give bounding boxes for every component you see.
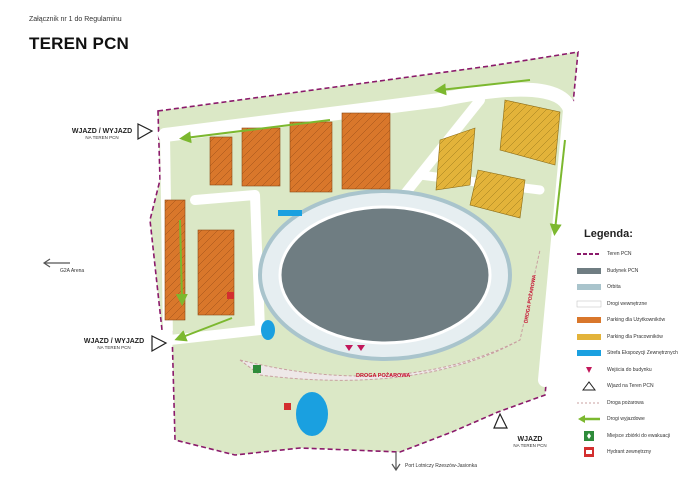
user-parking-lot <box>209 136 233 186</box>
assembly-point-icon <box>253 365 261 373</box>
legend-item: Drogi wewnętrzne <box>574 298 700 310</box>
entrance-main: WJAZD <box>517 436 543 443</box>
user-parking-lot <box>197 229 235 316</box>
g2a-arena-label: G2A Arena <box>60 268 85 274</box>
legend-item-label: Strefa Ekspozycji Zewnętrznych <box>607 350 678 356</box>
legend-item-label: Teren PCN <box>607 251 632 257</box>
legend-item: Droga pożarowa <box>574 397 700 409</box>
legend-item-label: Drogi wyjazdowe <box>607 416 645 422</box>
legend-item: Wjazd na Teren PCN <box>574 380 700 392</box>
user-parking-lot <box>241 127 281 187</box>
entrance-label-west: WJAZD / WYJAZD NA TEREN PCN <box>66 128 138 141</box>
fire-road-area <box>239 249 541 381</box>
legend-item-label: Wjazd na Teren PCN <box>607 383 654 389</box>
orbit-swatch-icon <box>574 281 604 293</box>
exit-arrows <box>174 79 566 342</box>
user-parking-lot <box>289 121 333 193</box>
internal-road-swatch-icon <box>574 298 604 310</box>
building-entrance-icon <box>357 345 365 351</box>
entrance-label-southwest: WJAZD / WYJAZD NA TEREN PCN <box>78 338 150 351</box>
staff-parking-lot <box>435 127 476 191</box>
legend-item: Hydrant zewnętrzny <box>574 446 700 458</box>
staff-parking-lot <box>499 99 561 166</box>
entrance-triangle-icon <box>574 380 604 392</box>
airport-label: Port Lotniczy Rzeszów-Jasionka <box>405 463 477 469</box>
annex-note: Załącznik nr 1 do Regulaminu <box>29 16 122 23</box>
staff-parking-lots <box>435 99 561 219</box>
entrance-sub: NA TEREN PCN <box>97 344 131 350</box>
legend-item: Teren PCN <box>574 248 700 260</box>
user-parking-lot <box>341 112 391 190</box>
legend-item: Wejścia do budynku <box>574 364 700 376</box>
legend-item-label: Droga pożarowa <box>607 399 644 406</box>
legend-item: Drogi wyjazdowe <box>574 413 700 425</box>
legend-item-label: Parking dla Pracowników <box>607 333 663 340</box>
entrance-main: WJAZD / WYJAZD <box>83 338 145 345</box>
fire-road-line-icon <box>574 397 604 409</box>
staff-parking-swatch-icon <box>574 331 604 343</box>
exhibition-zone <box>278 210 302 216</box>
entrance-sub: NA TEREN PCN <box>85 134 119 140</box>
legend-item-label: Miejsce zbiórki do ewakuacji <box>607 432 671 439</box>
building-swatch-icon <box>574 265 604 277</box>
dashed-boundary-icon <box>574 248 604 260</box>
arrow-left-icon <box>42 258 70 268</box>
fire-road-label: DROGA POŻAROWA <box>356 373 411 379</box>
exhibition-zone <box>261 320 275 340</box>
user-parking-lots <box>164 112 391 321</box>
assembly-point-icon <box>574 430 604 442</box>
exhibition-zone <box>296 392 328 436</box>
exhibition-zone-swatch-icon <box>574 347 604 359</box>
hydrant-icon <box>574 446 604 458</box>
arrow-down-icon <box>391 452 401 472</box>
legend-item: Orbita <box>574 281 700 293</box>
entrance-label-south: WJAZD NA TEREN PCN <box>505 436 555 449</box>
entrance-triangle-icon <box>151 335 168 353</box>
entrance-sub: NA TEREN PCN <box>513 442 547 448</box>
entrance-triangle-icon <box>493 412 508 429</box>
legend-item: Budynek PCN <box>574 265 700 277</box>
legend-item-label: Wejścia do budynku <box>607 366 652 373</box>
pcn-building <box>278 205 492 345</box>
entrance-triangle-icon <box>137 123 154 141</box>
entrance-main: WJAZD / WYJAZD <box>71 128 133 135</box>
legend-item: Parking dla Użytkowników <box>574 314 700 326</box>
building-entrance-icon <box>574 364 604 376</box>
legend-item: Parking dla Pracowników <box>574 331 700 343</box>
user-parking-swatch-icon <box>574 314 604 326</box>
legend-item-label: Budynek PCN <box>607 267 639 274</box>
legend-item-label: Hydrant zewnętrzny <box>607 449 652 455</box>
hydrant-icon <box>227 292 234 299</box>
building-entrance-icon <box>345 345 353 351</box>
legend-item: Miejsce zbiórki do ewakuacji <box>574 430 700 442</box>
hydrant-icon <box>284 403 291 410</box>
legend-item-label: Orbita <box>607 284 621 290</box>
legend-item-label: Drogi wewnętrzne <box>607 300 648 307</box>
page-title: TEREN PCN <box>29 34 130 53</box>
staff-parking-lot <box>469 169 526 219</box>
legend-item-label: Parking dla Użytkowników <box>607 317 666 323</box>
exit-arrow-icon <box>574 413 604 425</box>
legend-title: Legenda: <box>584 228 633 240</box>
legend-item: Strefa Ekspozycji Zewnętrznych <box>574 347 700 359</box>
